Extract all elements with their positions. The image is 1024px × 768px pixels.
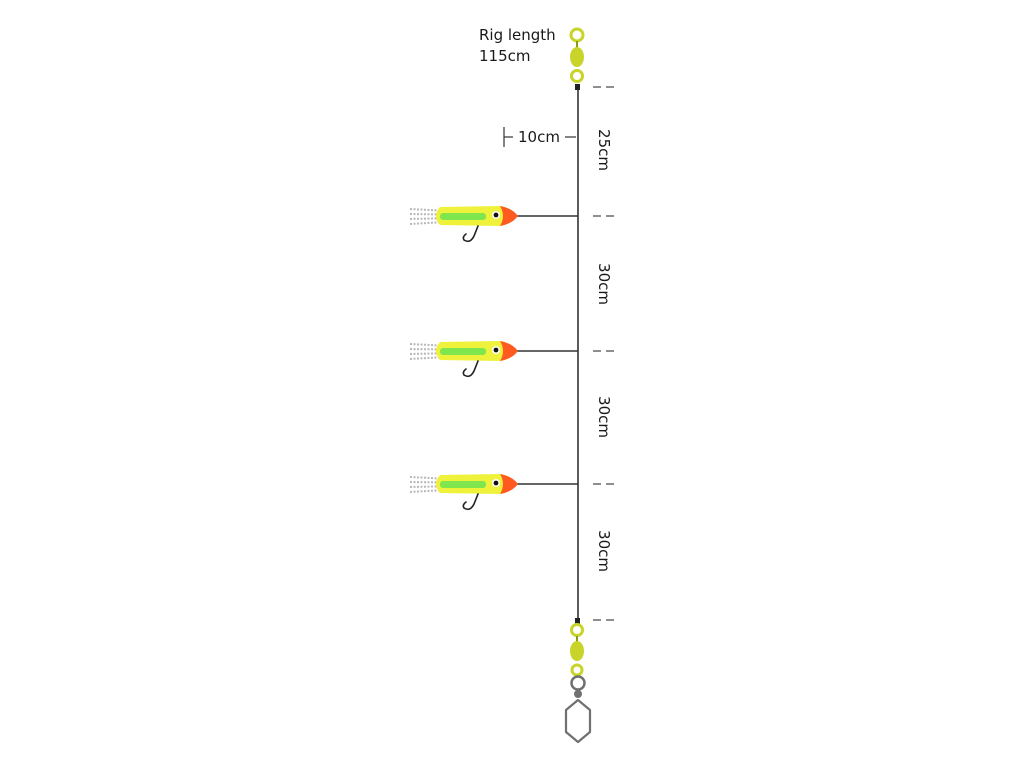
lures [409, 206, 578, 511]
segment-label-4: 30cm [595, 530, 613, 572]
hook-icon [462, 493, 479, 511]
squid-lure-icon [409, 341, 578, 378]
segment-markers [593, 86, 614, 621]
squid-lure-icon [409, 474, 578, 511]
segment-label-2: 30cm [595, 263, 613, 305]
bottom-snap-swivel-icon [564, 618, 592, 744]
hook-icon [462, 360, 479, 378]
rig-length-value: 115cm [479, 47, 531, 65]
hook-icon [462, 225, 479, 243]
segment-label-3: 30cm [595, 396, 613, 438]
dropper-length-indicator [503, 127, 576, 147]
segment-label-1: 25cm [595, 129, 613, 171]
squid-lure-icon [409, 206, 578, 243]
dropper-length-label: 10cm [518, 128, 560, 146]
top-barrel-swivel-icon [569, 27, 585, 90]
rig-length-label: Rig length [479, 26, 556, 44]
